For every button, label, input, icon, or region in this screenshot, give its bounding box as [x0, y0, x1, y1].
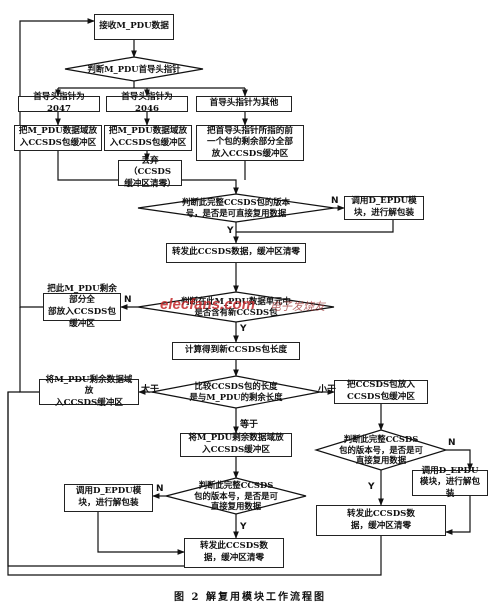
edge-label-y-version1: Y	[227, 226, 234, 236]
discard-box: 丢弃（CCSDS 缓冲区清零）	[118, 156, 182, 189]
put-prev-box: 把首导头指针所指的前 一个包的剩余部分全部 放入CCSDS缓冲区	[196, 125, 304, 161]
calc-len-box: 计算得到新CCSDS包长度	[172, 342, 300, 360]
ptr-2046-box: 首导头指针为2046	[106, 92, 188, 114]
call-depdu-left-box: 调用D_EPDU模 块，进行解包装	[64, 484, 153, 512]
put-pkt-right-box: 把CCSDS包放入 CCSDS包缓冲区	[334, 380, 428, 404]
edge-label-y-version-mid: Y	[240, 522, 247, 532]
edge-label-n-unit: N	[124, 295, 132, 305]
edge-label-y-version-right: Y	[368, 482, 375, 492]
edge-label-n-version-mid: N	[156, 484, 164, 494]
unit-diamond-label: 判断在此M_PDU数据单元中 是否含有新CCSDS包	[181, 296, 291, 317]
watermark-brand: elecfans.com	[160, 296, 256, 313]
header-diamond-label: 判断M_PDU首导头指针	[87, 63, 181, 74]
version-right-diamond-label: 判断此完整CCSDS 包的版本号，是否是可 直接复用数据	[339, 433, 423, 466]
compare-diamond-label: 比较CCSDS包的长度 是与M_PDU的剩余长度	[189, 381, 283, 402]
put-rest-box: 把此M_PDU剩余部分全 部放入CCSDS包缓冲区	[43, 284, 121, 329]
forward-mid-box: 转发此CCSDS数 据，缓冲区清零	[184, 538, 284, 568]
figure-caption: 图 2 解复用模块工作流程图	[174, 592, 326, 603]
put-all-box-1: 把M_PDU数据域放 入CCSDS包缓冲区	[14, 125, 102, 151]
edge-label-equal: 等于	[240, 420, 259, 430]
call-depdu-box-1: 调用D_EPDU模 块，进行解包装	[344, 196, 424, 220]
receive-box: 接收M_PDU数据	[94, 14, 174, 40]
ptr-other-box: 首导头指针为其他	[196, 96, 292, 112]
put-data-left-box: 将M_PDU剩余数据域放 入CCSDS缓冲区	[39, 375, 139, 408]
forward-right-box: 转发此CCSDS数 据，缓冲区清零	[316, 505, 446, 536]
put-all-box-2: 把M_PDU数据域放 入CCSDS包缓冲区	[104, 125, 192, 151]
version-mid-diamond-label: 判断此完整CCSDS 包的版本号，是否是可 直接复用数据	[194, 479, 278, 512]
put-data-mid-box: 将M_PDU剩余数据域放 入CCSDS缓冲区	[180, 433, 292, 457]
edge-label-n-version1: N	[331, 196, 339, 206]
edge-label-n-version-right: N	[448, 438, 456, 448]
edge-label-y-unit: Y	[240, 324, 247, 334]
version1-diamond-label: 判断此完整CCSDS包的版本 号，是否是可直接复用数据	[181, 197, 291, 218]
watermark-cn: 电子发烧友	[270, 300, 325, 313]
call-depdu-right-box: 调用D_EPDU 模块，进行解包装	[412, 466, 488, 499]
ptr-2047-box: 首导头指针为2047	[18, 92, 100, 114]
edge-label-greater: 大于	[141, 385, 160, 395]
edge-label-less: 小于	[318, 385, 337, 395]
forward-box-1: 转发此CCSDS数据，缓冲区清零	[166, 243, 306, 263]
